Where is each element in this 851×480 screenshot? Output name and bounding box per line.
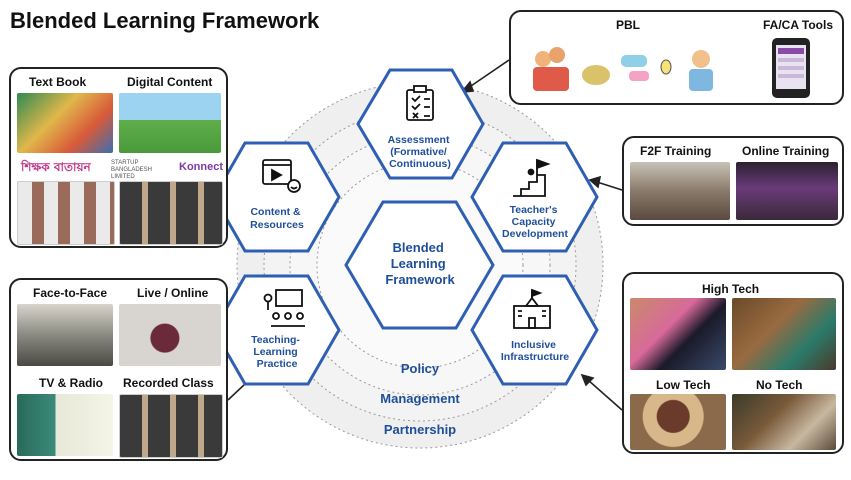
ring-partnership-label: Partnership bbox=[384, 422, 456, 437]
summit-flag-icon bbox=[513, 158, 551, 197]
live-online-label: Live / Online bbox=[137, 286, 209, 300]
hex-teacher bbox=[470, 141, 599, 253]
no-tech-label: No Tech bbox=[756, 378, 803, 392]
facatools-label: FA/CA Tools bbox=[763, 18, 833, 32]
pbl-box: PBL FA/CA Tools bbox=[509, 10, 844, 105]
hex-assessment-label: Assessment (Formative/ Continuous) bbox=[388, 134, 453, 170]
website-screenshot bbox=[17, 181, 115, 245]
tv-radio-photo bbox=[17, 394, 113, 456]
recorded-class-label: Recorded Class bbox=[123, 376, 214, 390]
hex-practice-label: Teaching- Learning Practice bbox=[251, 334, 303, 370]
video-content-icon bbox=[262, 159, 301, 193]
arrow-pbl bbox=[467, 59, 510, 89]
school-building-icon bbox=[513, 288, 551, 329]
hex-center bbox=[344, 200, 495, 330]
ring-management-label: Management bbox=[380, 391, 460, 406]
low-tech-label: Low Tech bbox=[656, 378, 711, 392]
training-box: F2F Training Online Training bbox=[622, 136, 844, 226]
phone-icon bbox=[772, 38, 810, 98]
pbl-label: PBL bbox=[616, 18, 640, 32]
online-training-photo bbox=[736, 162, 838, 220]
logo-shikkhok-batayon: শিক্ষক বাতায়ন bbox=[21, 160, 91, 174]
f2f-training-photo bbox=[630, 162, 730, 220]
no-tech-photo bbox=[732, 394, 836, 450]
high-tech-label: High Tech bbox=[702, 282, 760, 296]
low-tech-photo bbox=[630, 394, 726, 450]
online-training-label: Online Training bbox=[742, 144, 830, 158]
tv-radio-label: TV & Radio bbox=[39, 376, 104, 390]
f2f-training-label: F2F Training bbox=[640, 144, 712, 158]
face-to-face-photo bbox=[17, 304, 113, 366]
textbook-photo bbox=[17, 93, 113, 153]
digital-content-photo bbox=[119, 93, 221, 153]
hex-infra bbox=[470, 274, 599, 386]
center-label: Blended Learning Framework bbox=[385, 240, 455, 287]
ring-policy-label: Policy bbox=[401, 361, 440, 376]
arrow-tech bbox=[587, 379, 623, 411]
digital-content-label: Digital Content bbox=[127, 75, 213, 89]
hex-assessment bbox=[356, 68, 485, 180]
hex-content-label: Content & Resources bbox=[250, 206, 304, 231]
hex-infra-label: Inclusive Infrastructure bbox=[501, 339, 569, 363]
live-online-photo bbox=[119, 304, 221, 366]
tech-box: High Tech Low Tech No Tech bbox=[622, 272, 844, 454]
logo-startup-bangladesh: STARTUP BANGLADESH LIMITED bbox=[111, 160, 153, 180]
high-tech-photo-2 bbox=[732, 298, 836, 370]
recorded-class-photo bbox=[119, 394, 223, 458]
video-grid-screenshot bbox=[119, 181, 223, 245]
high-tech-photo-1 bbox=[630, 298, 726, 370]
clipboard-icon bbox=[406, 85, 434, 121]
textbook-label: Text Book bbox=[29, 75, 87, 89]
hex-teacher-label: Teacher's Capacity Development bbox=[502, 204, 568, 240]
face-to-face-label: Face-to-Face bbox=[33, 286, 108, 300]
arrow-training bbox=[596, 181, 623, 191]
page-title: Blended Learning Framework bbox=[10, 8, 320, 33]
pbl-illustration bbox=[533, 47, 713, 91]
classroom-icon bbox=[263, 289, 305, 327]
resources-box: Text Book Digital Content শিক্ষক বাতায়ন… bbox=[9, 67, 228, 248]
logo-konnect: Konnect bbox=[179, 161, 223, 173]
modes-box: Face-to-Face Live / Online TV & Radio Re… bbox=[9, 278, 228, 461]
